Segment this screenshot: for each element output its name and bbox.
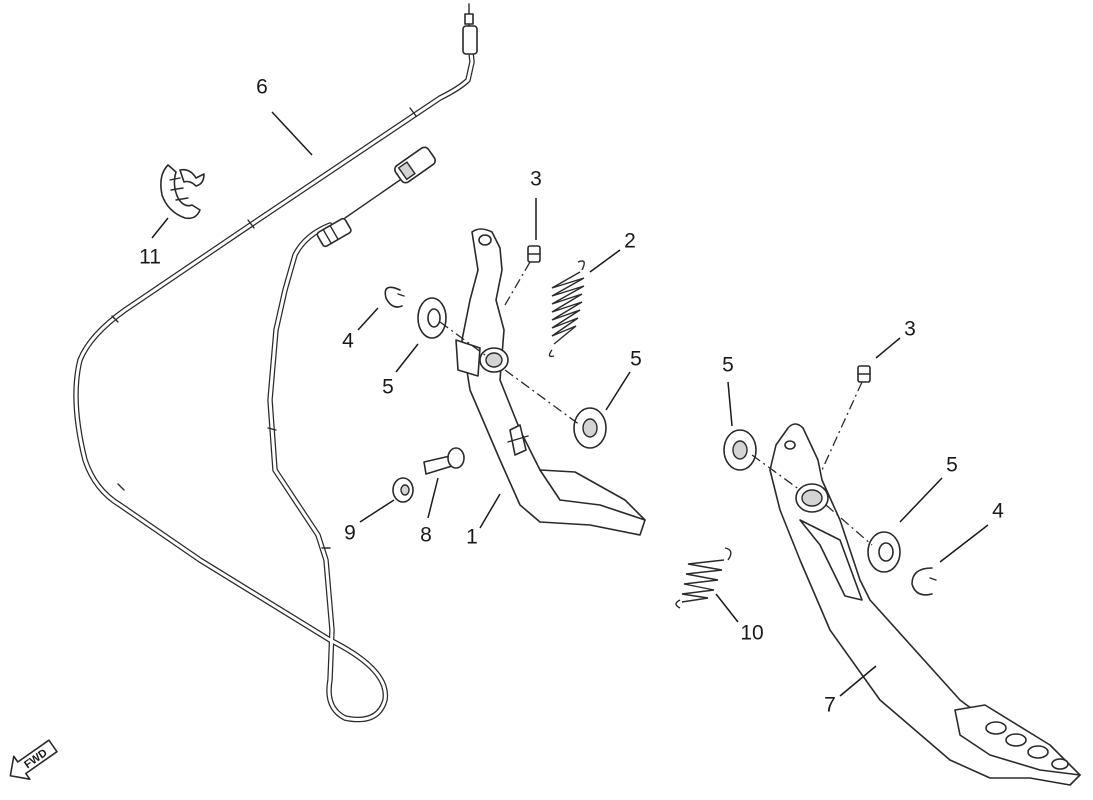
leader-lines — [151, 111, 989, 697]
grease-fitting-part-3b — [857, 365, 871, 383]
arrow-left-icon — [9, 739, 58, 781]
callout-4: 4 — [342, 330, 354, 353]
callout-5: 5 — [382, 376, 394, 399]
callout-7: 7 — [824, 694, 836, 717]
assembly-lines — [439, 261, 873, 546]
callout-9: 9 — [344, 522, 356, 545]
washer-part-5d — [867, 531, 901, 573]
callout-2: 2 — [624, 230, 636, 253]
clip-part-11 — [160, 164, 205, 220]
washer-part-5a — [417, 297, 447, 339]
grease-fitting-part-3a — [527, 245, 541, 263]
pedal-arm-part-7 — [769, 423, 1081, 786]
callout-11: 11 — [139, 246, 161, 269]
callout-3: 3 — [904, 318, 916, 341]
callout-labels: 1 2 3 3 4 4 5 5 5 5 6 7 8 9 10 11 — [139, 76, 1004, 717]
callout-5: 5 — [946, 454, 958, 477]
cable-part-6 — [73, 3, 478, 723]
callout-10: 10 — [740, 622, 763, 645]
callout-3: 3 — [530, 168, 542, 191]
callout-1: 1 — [466, 526, 478, 549]
callout-8: 8 — [420, 524, 432, 547]
pedal-arm-part-1 — [455, 228, 646, 536]
callout-5: 5 — [722, 354, 734, 377]
washer-part-5c — [723, 429, 757, 471]
fwd-direction-badge: FWD — [9, 739, 58, 781]
bolt-part-8 — [423, 447, 465, 475]
spring-part-2 — [548, 260, 585, 358]
callout-5: 5 — [630, 348, 642, 371]
e-clip-part-4b — [911, 567, 937, 596]
callout-6: 6 — [256, 76, 268, 99]
spring-part-10 — [675, 547, 732, 609]
washer-part-5b — [573, 407, 607, 449]
e-clip-part-4a — [384, 286, 405, 308]
nut-part-9 — [392, 477, 414, 503]
callout-4: 4 — [992, 500, 1004, 523]
